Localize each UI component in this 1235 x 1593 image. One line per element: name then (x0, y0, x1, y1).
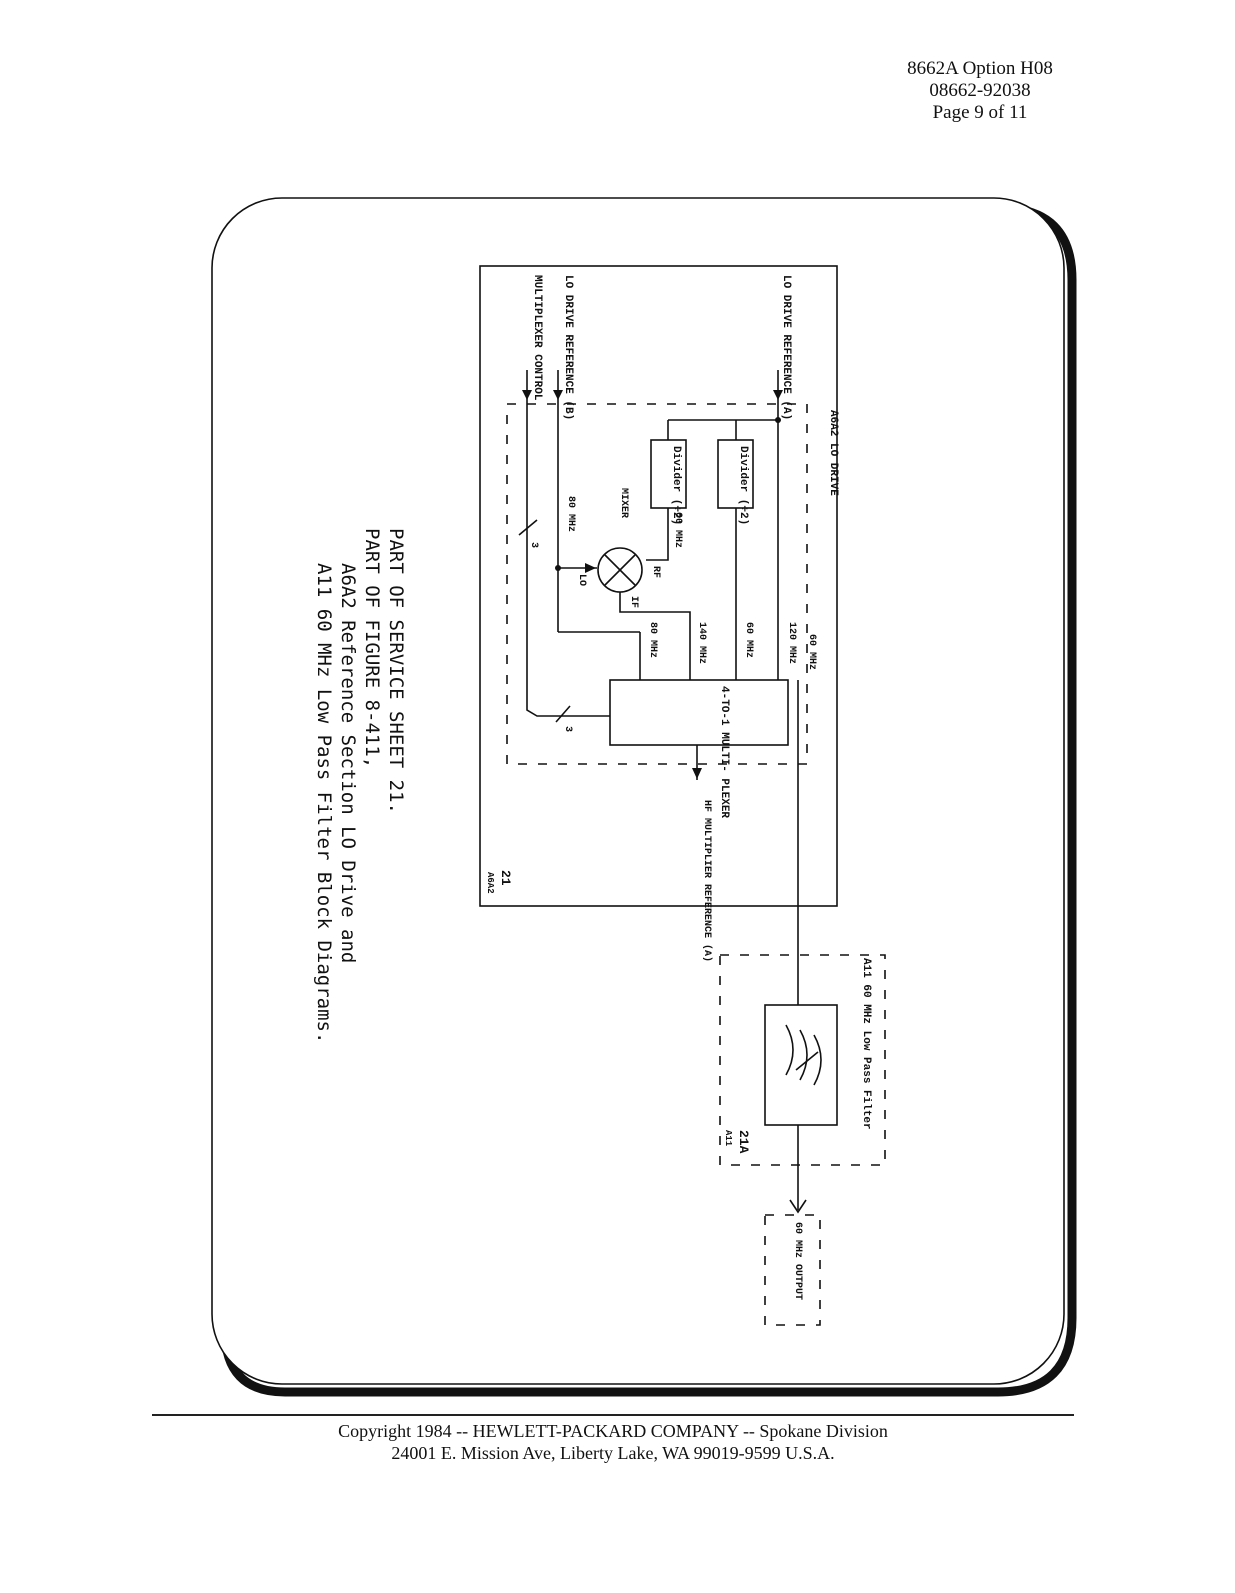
multiplexer-box (609, 679, 789, 746)
freq-140: 140 MHz (696, 622, 707, 664)
freq-60-mixer: 60 MHz (672, 512, 683, 548)
header-page-number: Page 9 of 11 (932, 102, 1028, 123)
page-header: 8662A Option H08 08662-92038 Page 9 of 1… (880, 58, 1080, 124)
caption-line-2: PART OF FIGURE 8-411, (361, 528, 383, 768)
lo-ref-b-wiring (555, 404, 641, 680)
wire-divider-to-mixer (646, 508, 669, 561)
wire-mixer-if (619, 592, 691, 680)
lowpass-filter-box (764, 1004, 838, 1126)
mixer-lo-port: LO (576, 574, 587, 586)
a11-dashed-box (719, 954, 886, 1166)
a6a2-title: A6A2 LO DRIVE (827, 410, 839, 496)
a11-sheet-number: 21A (736, 1130, 751, 1154)
a6a2-ref: A6A2 (485, 872, 495, 894)
freq-120: 120 MHz (786, 622, 797, 664)
diagram-caption: PART OF SERVICE SHEET 21. PART OF FIGURE… (313, 528, 407, 1043)
freq-80-lo: 80 MHz (565, 496, 576, 532)
label-lo-drive-ref-b: LO DRIVE REFERENCE (B) (562, 275, 574, 420)
divider-bottom-label: Divider (÷2) (670, 446, 682, 525)
output-dashed-box (764, 1214, 821, 1326)
lo-ref-a-wiring (667, 404, 781, 680)
freq-60: 60 MHz (743, 622, 754, 658)
freq-80: 80 MHz (647, 622, 658, 658)
caption-line-4: A11 60 MHz Low Pass Filter Block Diagram… (313, 563, 335, 1043)
mixer-if-port: IF (628, 596, 639, 608)
a6a2-sheet-number: 21 (498, 870, 513, 886)
divider-top-label: Divider (÷2) (737, 446, 749, 525)
freq-60-out: 60 MHz (806, 634, 817, 670)
mux-control-bus (518, 404, 610, 723)
a11-ref: A11 (723, 1130, 733, 1147)
a11-title: A11 60 MHz Low Pass Filter (860, 958, 872, 1130)
a6a2-board-outline (479, 265, 838, 907)
a6a2-dashed-box (506, 403, 808, 765)
footer-copyright: Copyright 1984 -- HEWLETT-PACKARD COMPAN… (338, 1421, 888, 1441)
caption-line-3: A6A2 Reference Section LO Drive and (337, 563, 359, 963)
multiplexer-label: 4-TO-1 MULTI- PLEXER (718, 686, 730, 818)
footer-address: 24001 E. Mission Ave, Liberty Lake, WA 9… (391, 1443, 835, 1463)
diagram-frame (211, 197, 1065, 1385)
lowpass-filter-icon (785, 1024, 822, 1086)
label-lo-drive-ref-a: LO DRIVE REFERENCE (A) (780, 275, 792, 420)
footer-divider (152, 1414, 1074, 1416)
bus-width-1: 3 (528, 542, 539, 548)
mixer-rf-port: RF (650, 566, 661, 578)
input-arrows (522, 370, 783, 404)
header-part-number: 08662-92038 (929, 80, 1031, 101)
bus-width-2: 3 (562, 726, 573, 732)
page-footer: Copyright 1984 -- HEWLETT-PACKARD COMPAN… (152, 1420, 1074, 1464)
caption-line-1: PART OF SERVICE SHEET 21. (385, 528, 407, 814)
frame-shadow (220, 203, 1077, 1397)
header-model: 8662A Option H08 (907, 58, 1053, 79)
label-mux-control: MULTIPLEXER CONTROL (531, 275, 543, 401)
mixer-label: MIXER (618, 488, 629, 518)
label-hf-mult-ref: HF MULTIPLIER REFERENCE (A) (701, 800, 713, 962)
label-60mhz-output: 60 MHz OUTPUT (792, 1222, 803, 1300)
